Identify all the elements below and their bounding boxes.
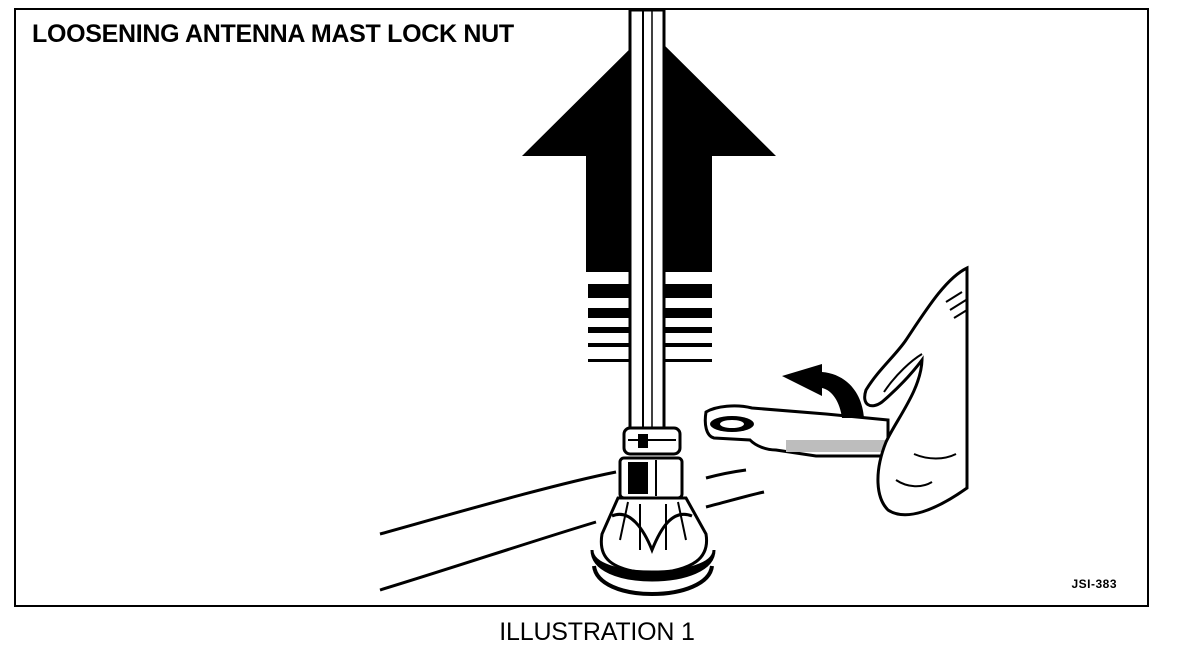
illustration-frame: LOOSENING ANTENNA MAST LOCK NUT bbox=[14, 8, 1149, 607]
wrench-icon bbox=[703, 404, 890, 458]
antenna-base bbox=[590, 426, 716, 597]
rotation-arrow-icon bbox=[782, 364, 864, 418]
figure-title: LOOSENING ANTENNA MAST LOCK NUT bbox=[32, 20, 518, 49]
antenna-mast-drawing bbox=[379, 10, 969, 597]
vehicle-body-lines bbox=[379, 468, 765, 592]
figure-code: JSI-383 bbox=[1071, 577, 1117, 591]
caption-text: ILLUSTRATION 1 bbox=[499, 618, 695, 646]
illustration-caption: ILLUSTRATION 1 bbox=[0, 618, 1184, 647]
hand-icon bbox=[863, 265, 969, 517]
antenna-mast bbox=[628, 10, 666, 432]
